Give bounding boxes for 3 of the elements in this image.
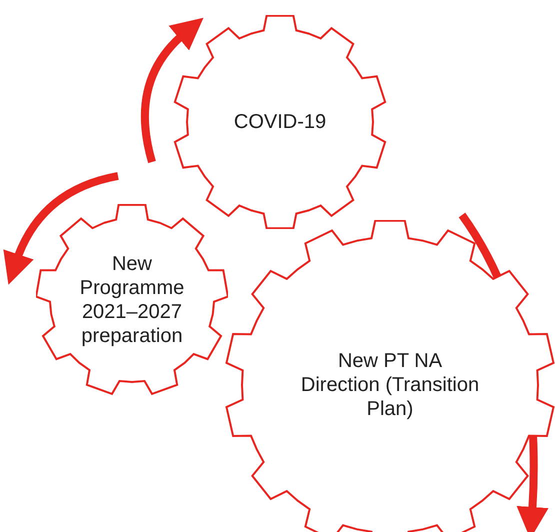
gear-label: COVID-19 — [232, 110, 328, 134]
gear-label: New Programme 2021–2027 preparation — [78, 252, 186, 348]
gear-label: New PT NA Direction (Transition Plan) — [300, 349, 480, 421]
